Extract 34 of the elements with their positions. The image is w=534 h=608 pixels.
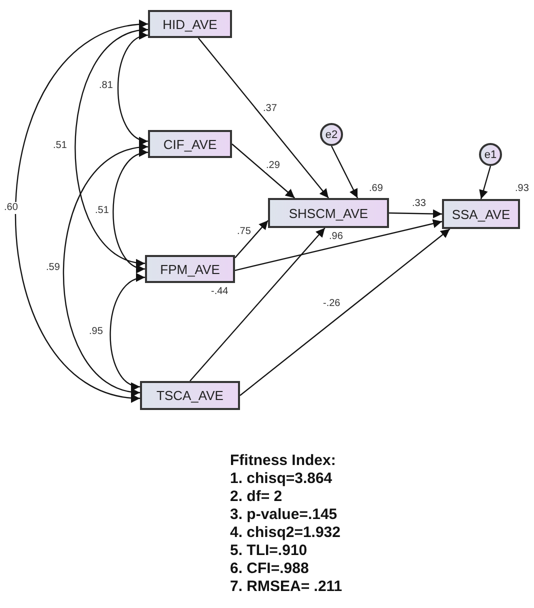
- error-term-circle: e1: [479, 143, 502, 166]
- path-arrow: [232, 144, 296, 198]
- covariance-arrow: [74, 27, 148, 266]
- fit-index-line: 3. p-value=.145: [230, 506, 338, 524]
- variable-box: SSA_AVE: [442, 199, 520, 229]
- fit-index-line: 2. df= 2: [230, 488, 284, 506]
- fit-index-heading: Ffitness Index:: [230, 452, 337, 470]
- fit-index-line: 6. CFI=.988: [230, 560, 310, 578]
- covariance-arrow: [14, 21, 148, 402]
- fit-index-line: 7. RMSEA= .211: [230, 578, 342, 596]
- variable-box: SHSCM_AVE: [268, 198, 389, 228]
- covariance-arrow: [112, 150, 148, 272]
- covariance-arrow: [62, 144, 148, 396]
- edge-label: .60: [3, 202, 19, 214]
- path-arrow: [234, 220, 268, 258]
- path-arrow: [190, 228, 326, 382]
- path-arrow: [388, 209, 442, 218]
- path-arrow: [330, 146, 358, 198]
- variable-box: FPM_AVE: [145, 255, 235, 283]
- fit-index-line: 4. chisq2=1.932: [230, 524, 342, 542]
- covariance-arrow: [110, 274, 146, 390]
- fit-index-line: 5. TLI=.910: [230, 542, 308, 560]
- covariance-arrow: [117, 32, 148, 144]
- variable-box: HID_AVE: [148, 10, 232, 38]
- fit-index-line: 1. chisq=3.864: [230, 470, 334, 488]
- path-arrow: [479, 166, 492, 200]
- path-arrow: [240, 228, 450, 396]
- variable-box: CIF_AVE: [148, 130, 232, 158]
- variable-box: TSCA_AVE: [140, 381, 240, 410]
- edge-label: .29: [265, 160, 281, 172]
- error-term-circle: e2: [320, 123, 343, 146]
- path-arrow: [234, 219, 442, 271]
- edge-label: .75: [236, 226, 252, 238]
- path-arrow: [198, 38, 329, 198]
